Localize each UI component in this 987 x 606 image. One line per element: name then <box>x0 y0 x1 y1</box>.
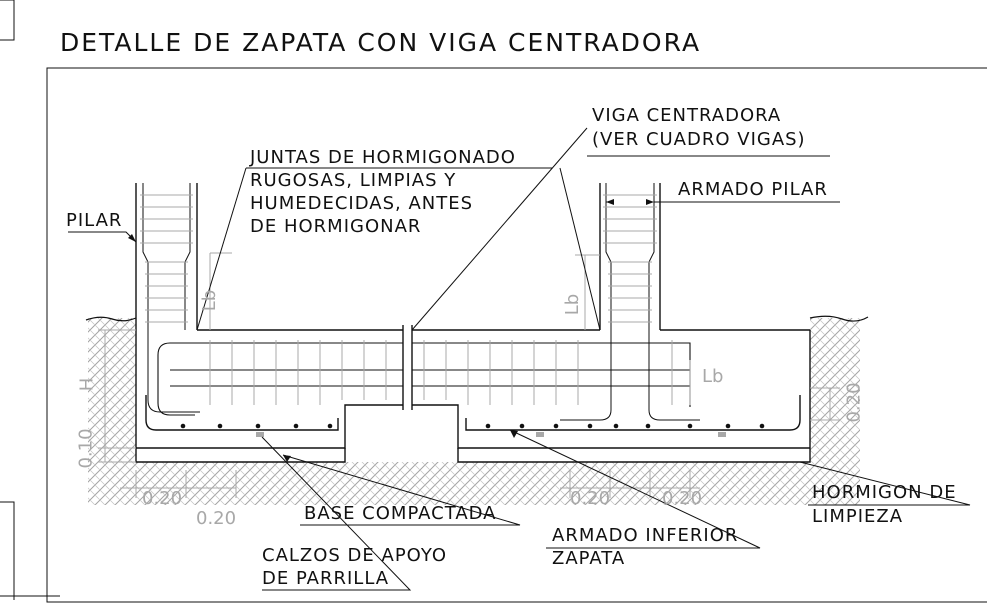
label-juntas-line4: DE HORMIGONAR <box>250 216 422 237</box>
label-hormigon-line1: HORMIGON DE <box>812 482 957 503</box>
label-juntas-line2: RUGOSAS, LIMPIAS Y <box>250 170 457 191</box>
label-viga-line1: VIGA CENTRADORA <box>592 105 782 126</box>
dim-020-a: 0.20 <box>142 488 183 509</box>
dim-010: 0.10 <box>75 428 97 469</box>
label-pilar: PILAR <box>66 210 123 231</box>
label-calzos-line2: DE PARRILLA <box>262 568 390 589</box>
dim-020-d: 0.20 <box>662 488 703 509</box>
label-armado-pilar: ARMADO PILAR <box>678 179 828 200</box>
dim-020-right-vertical: 0.20 <box>843 382 865 423</box>
leader-arrows <box>128 199 654 462</box>
ground-line <box>85 315 869 322</box>
column-stirrups <box>140 194 657 323</box>
leader-lines <box>68 127 971 591</box>
label-hormigon-line2: LIMPIEZA <box>812 506 904 527</box>
footing-bottom-mesh <box>145 395 801 431</box>
dim-020-b: 0.20 <box>196 508 237 529</box>
label-juntas-line1: JUNTAS DE HORMIGONADO <box>250 147 516 168</box>
beam-stirrups <box>209 340 673 405</box>
drawing-title: DETALLE DE ZAPATA CON VIGA CENTRADORA <box>60 28 702 57</box>
dim-lb-left: Lb <box>199 289 221 312</box>
label-armado-inferior-line1: ARMADO INFERIOR <box>552 525 739 546</box>
rebar-dots <box>180 423 765 429</box>
dim-lb-mid: Lb <box>702 366 724 387</box>
label-juntas-line3: HUMEDECIDAS, ANTES <box>250 193 474 214</box>
label-base-compactada: BASE COMPACTADA <box>304 503 497 524</box>
dim-020-c: 0.20 <box>570 488 611 509</box>
label-armado-inferior-line2: ZAPATA <box>552 548 626 569</box>
label-calzos-line1: CALZOS DE APOYO <box>262 545 448 566</box>
label-viga-line2: (VER CUADRO VIGAS) <box>592 129 806 150</box>
dim-lb-right: Lb <box>562 293 584 316</box>
dim-h: H <box>76 377 98 392</box>
rebar-spacers <box>256 432 726 437</box>
column-reinforcement <box>142 183 700 421</box>
foundation-outline <box>135 183 811 463</box>
soil-hatch <box>88 318 860 505</box>
